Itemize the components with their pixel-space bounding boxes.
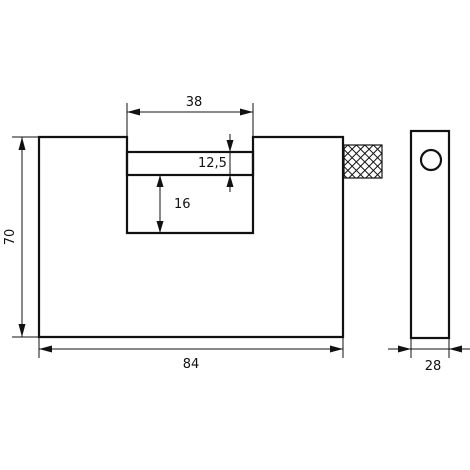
dimension-16: 16	[156, 175, 191, 233]
keyhole-circle	[419, 148, 443, 172]
dimension-38-label: 38	[186, 95, 203, 110]
dimension-12-5: 12,5	[198, 134, 248, 192]
dimension-70-label: 70	[3, 229, 18, 246]
dimension-28-label: 28	[425, 359, 442, 374]
side-body-outline	[409, 129, 451, 340]
dimension-84-label: 84	[183, 357, 200, 372]
dimension-84: 84	[38, 337, 344, 372]
shackle-bar	[125, 150, 255, 177]
dimension-70: 70	[3, 136, 39, 338]
padlock-side-view	[409, 129, 451, 340]
dimension-12-5-label: 12,5	[198, 156, 227, 171]
dimension-28: 28	[388, 338, 470, 374]
padlock-body-outline	[37, 135, 345, 339]
dimension-38: 38	[126, 95, 254, 137]
dimension-16-label: 16	[174, 197, 191, 212]
key-cylinder-knurl	[343, 144, 383, 179]
